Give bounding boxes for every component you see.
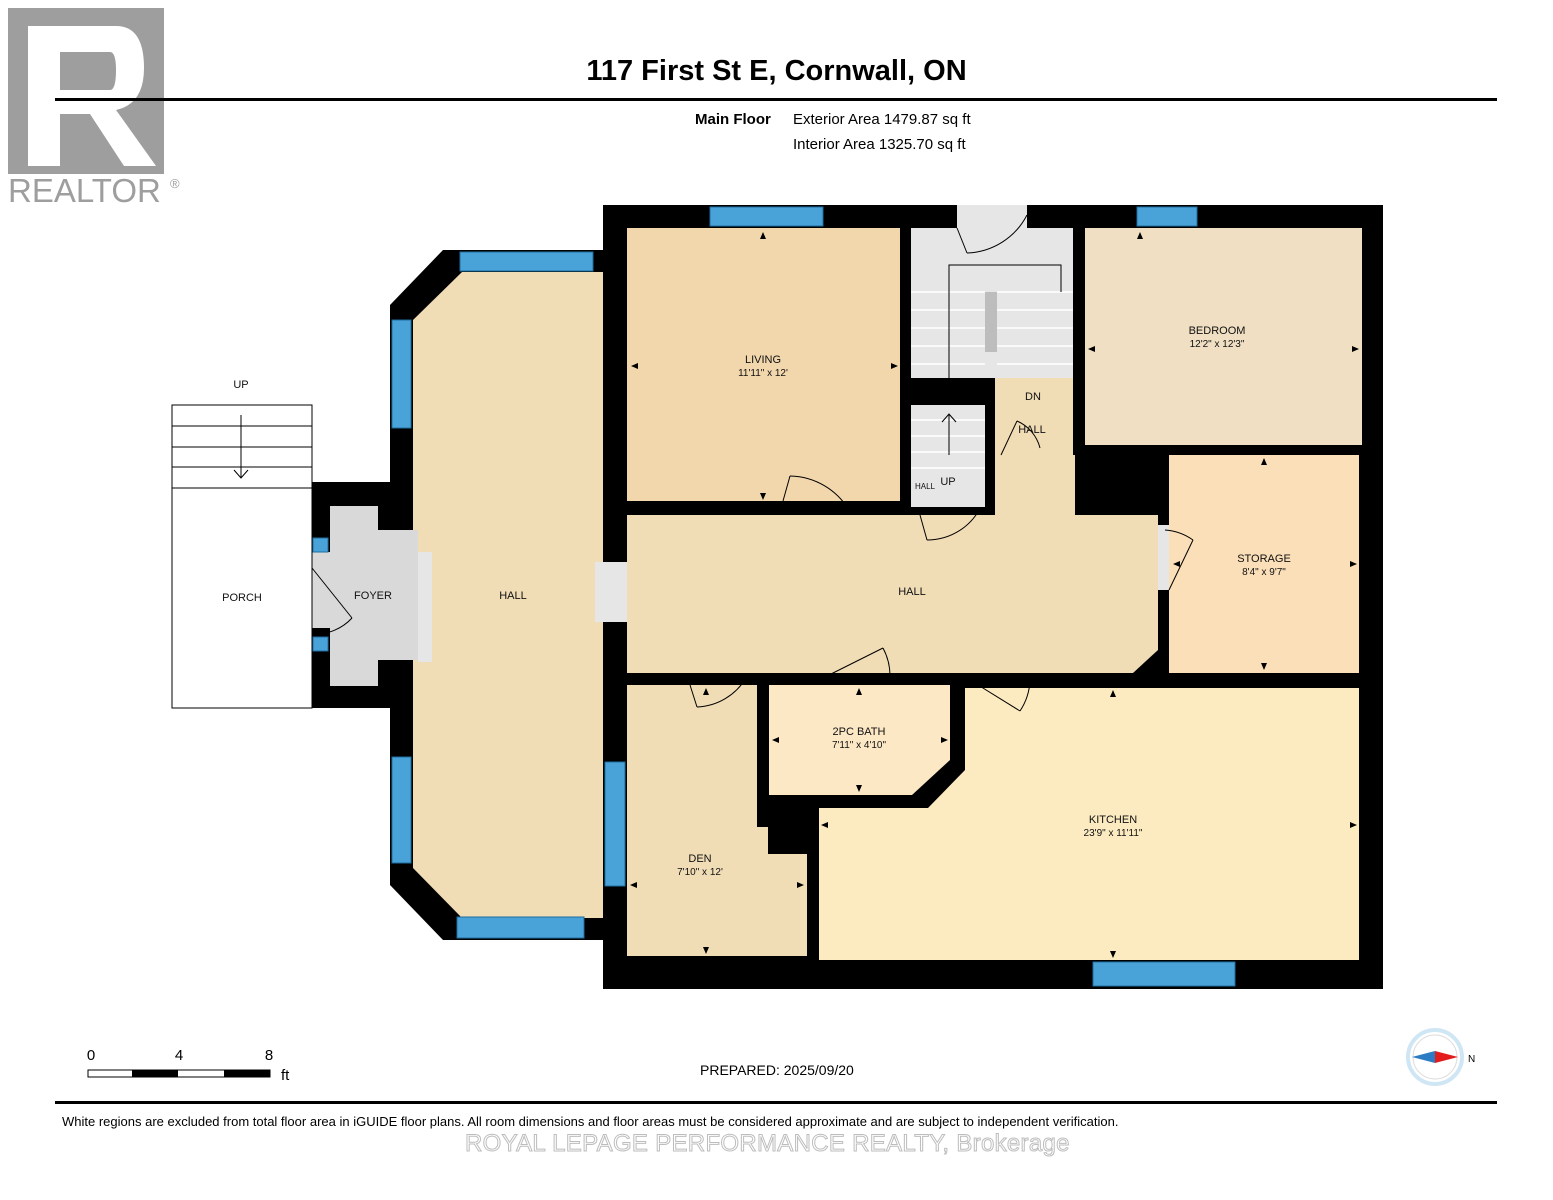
stair-up-area (911, 405, 985, 507)
svg-text:4: 4 (175, 1047, 183, 1064)
compass-label: N (1468, 1054, 1475, 1065)
storage-dims: 8'4" x 9'7" (1242, 567, 1286, 578)
bath-room (769, 685, 950, 795)
storage-label: STORAGE (1237, 553, 1291, 565)
hall-west-label: HALL (499, 590, 527, 602)
den-label: DEN (688, 853, 711, 865)
porch-label: PORCH (222, 592, 262, 604)
kitchen-dims: 23'9" x 11'11" (1084, 828, 1143, 839)
windows (312, 206, 1236, 987)
hall-tiny-label: HALL (915, 482, 936, 491)
kitchen-label: KITCHEN (1089, 814, 1137, 826)
bath-dims: 7'11" x 4'10" (832, 740, 887, 751)
hall-center-room (627, 515, 1158, 673)
brokerage-watermark: ROYAL LEPAGE PERFORMANCE REALTY, Brokera… (465, 1130, 1070, 1158)
disclaimer-text: White regions are excluded from total fl… (62, 1114, 1119, 1129)
footer-rule (55, 1101, 1497, 1104)
bedroom-room (1085, 228, 1362, 445)
bedroom-label: BEDROOM (1189, 325, 1246, 337)
hall-west-room (413, 272, 603, 918)
hall-center-label: HALL (898, 586, 926, 598)
stair-up-label: UP (940, 476, 955, 488)
svg-text:0: 0 (87, 1047, 95, 1064)
stair-dn-label: DN (1025, 391, 1041, 403)
porch-area (171, 487, 313, 709)
hall-small-label: HALL (1018, 424, 1046, 436)
stair-treads (911, 291, 1073, 469)
scale-bar: 0 4 8 ft (82, 1044, 312, 1091)
kitchen-wall-notch (768, 800, 808, 854)
kitchen-room (819, 688, 1359, 960)
prepared-date: PREPARED: 2025/09/20 (700, 1062, 854, 1078)
exterior-area: Exterior Area 1479.87 sq ft (793, 111, 971, 128)
floor-name: Main Floor (695, 111, 771, 128)
realtor-logo-text: REALTOR (8, 172, 161, 209)
hall-small-room (995, 378, 1073, 455)
foyer-label: FOYER (354, 590, 392, 602)
living-room (627, 228, 900, 501)
bath-label: 2PC BATH (833, 726, 886, 738)
storage-room (1169, 455, 1359, 673)
porch-stair-treads (172, 425, 312, 468)
svg-text:8: 8 (265, 1047, 273, 1064)
svg-text:®: ® (170, 176, 180, 191)
compass-icon: N (1400, 1026, 1480, 1093)
porch-up-label: UP (233, 379, 248, 391)
interior-area: Interior Area 1325.70 sq ft (793, 136, 966, 153)
hall-connector (995, 455, 1075, 517)
stair-arrow-down (948, 264, 1062, 385)
page-title: 117 First St E, Cornwall, ON (586, 55, 967, 87)
dimension-arrows (630, 232, 1359, 958)
living-dims: 11'11" x 12' (738, 368, 788, 379)
den-room (627, 685, 757, 956)
den-dims: 7'10" x 12' (677, 867, 723, 878)
header-rule (55, 98, 1497, 101)
foyer-room (330, 506, 418, 686)
living-label: LIVING (745, 354, 781, 366)
realtor-logo: REALTOR ® (6, 6, 184, 216)
bedroom-dims: 12'2" x 12'3" (1190, 339, 1245, 350)
doors (311, 214, 1194, 712)
svg-text:ft: ft (281, 1067, 290, 1084)
